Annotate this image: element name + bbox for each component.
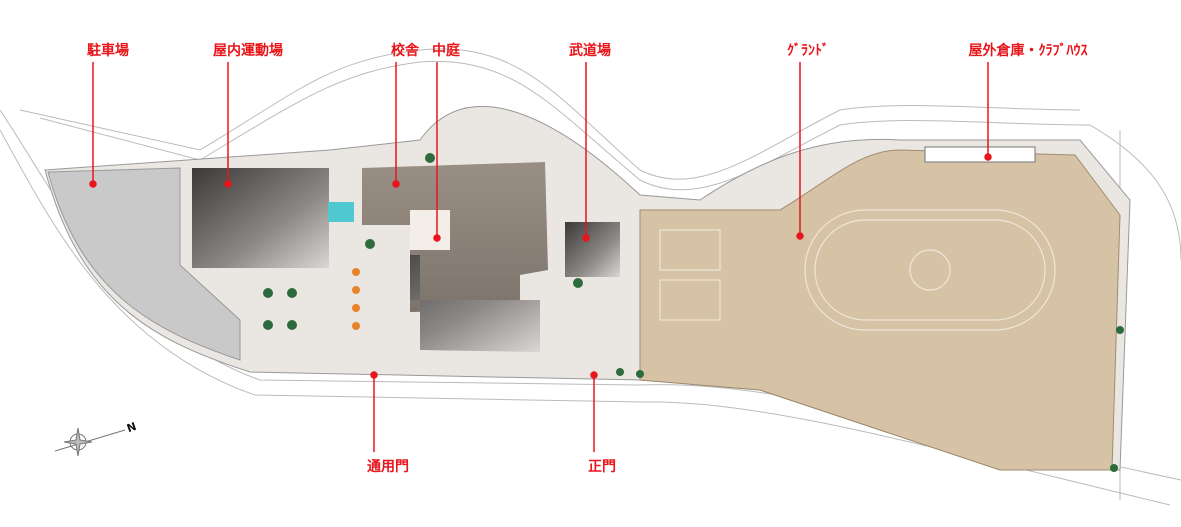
label-main-gate: 正門 — [588, 459, 616, 475]
orange-trees — [352, 268, 360, 330]
pool — [328, 202, 354, 222]
label-budojo: 武道場 — [569, 43, 611, 59]
clubhouse-building — [924, 146, 1036, 163]
trees — [263, 153, 1124, 472]
parking-area — [47, 167, 241, 361]
label-parking: 駐車場 — [87, 43, 129, 59]
label-school-building: 校舎 — [391, 43, 419, 59]
school-building — [362, 162, 548, 312]
label-gym: 屋内運動場 — [213, 43, 283, 59]
compass-rose-icon — [54, 427, 126, 457]
track — [659, 209, 1056, 331]
label-storage-clubhouse: 屋外倉庫・ｸﾗﾌﾞﾊｳｽ — [968, 43, 1088, 59]
budojo-building — [565, 222, 620, 277]
courtyard-area — [410, 210, 450, 250]
label-ground: ｸﾞﾗﾝﾄﾞ — [787, 43, 829, 59]
gym-building — [192, 168, 329, 268]
label-service-gate: 通用門 — [367, 459, 409, 475]
leader-lines — [89, 62, 992, 452]
label-courtyard: 中庭 — [432, 43, 460, 59]
school-wing — [362, 255, 540, 352]
